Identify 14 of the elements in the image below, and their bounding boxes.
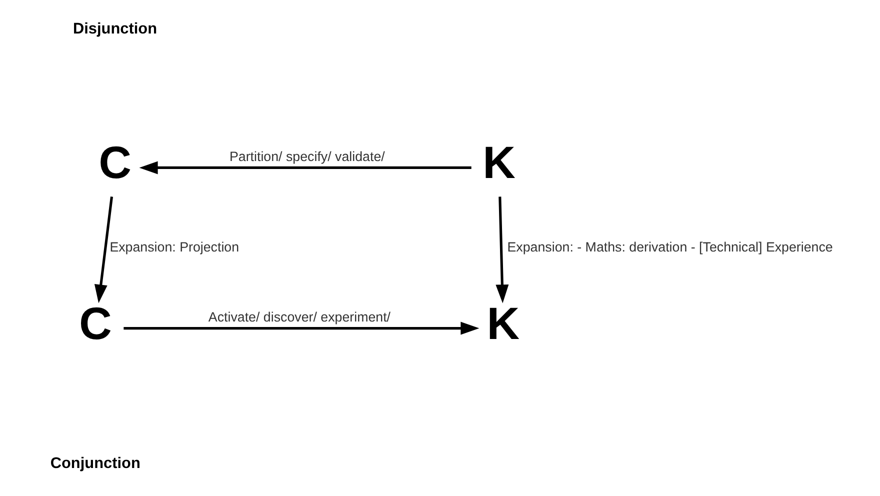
edge-label: Partition/ specify/ validate/ <box>229 148 384 164</box>
arrow <box>495 196 508 304</box>
node-text: C <box>98 137 131 188</box>
edge-label: Activate/ discover/ experiment/ <box>208 310 390 324</box>
label: Conjunction <box>50 454 140 472</box>
arrow <box>138 161 471 174</box>
node-text: K <box>482 137 515 188</box>
node-text: C <box>78 298 112 349</box>
edge-label: Expansion: Projection <box>109 240 239 254</box>
edge-label: Expansion: - Maths: derivation - [Technical] Experience <box>506 240 832 254</box>
node-text: K <box>486 298 520 349</box>
arrow <box>123 322 479 335</box>
label: Disjunction <box>72 20 157 38</box>
arrow <box>94 196 113 304</box>
